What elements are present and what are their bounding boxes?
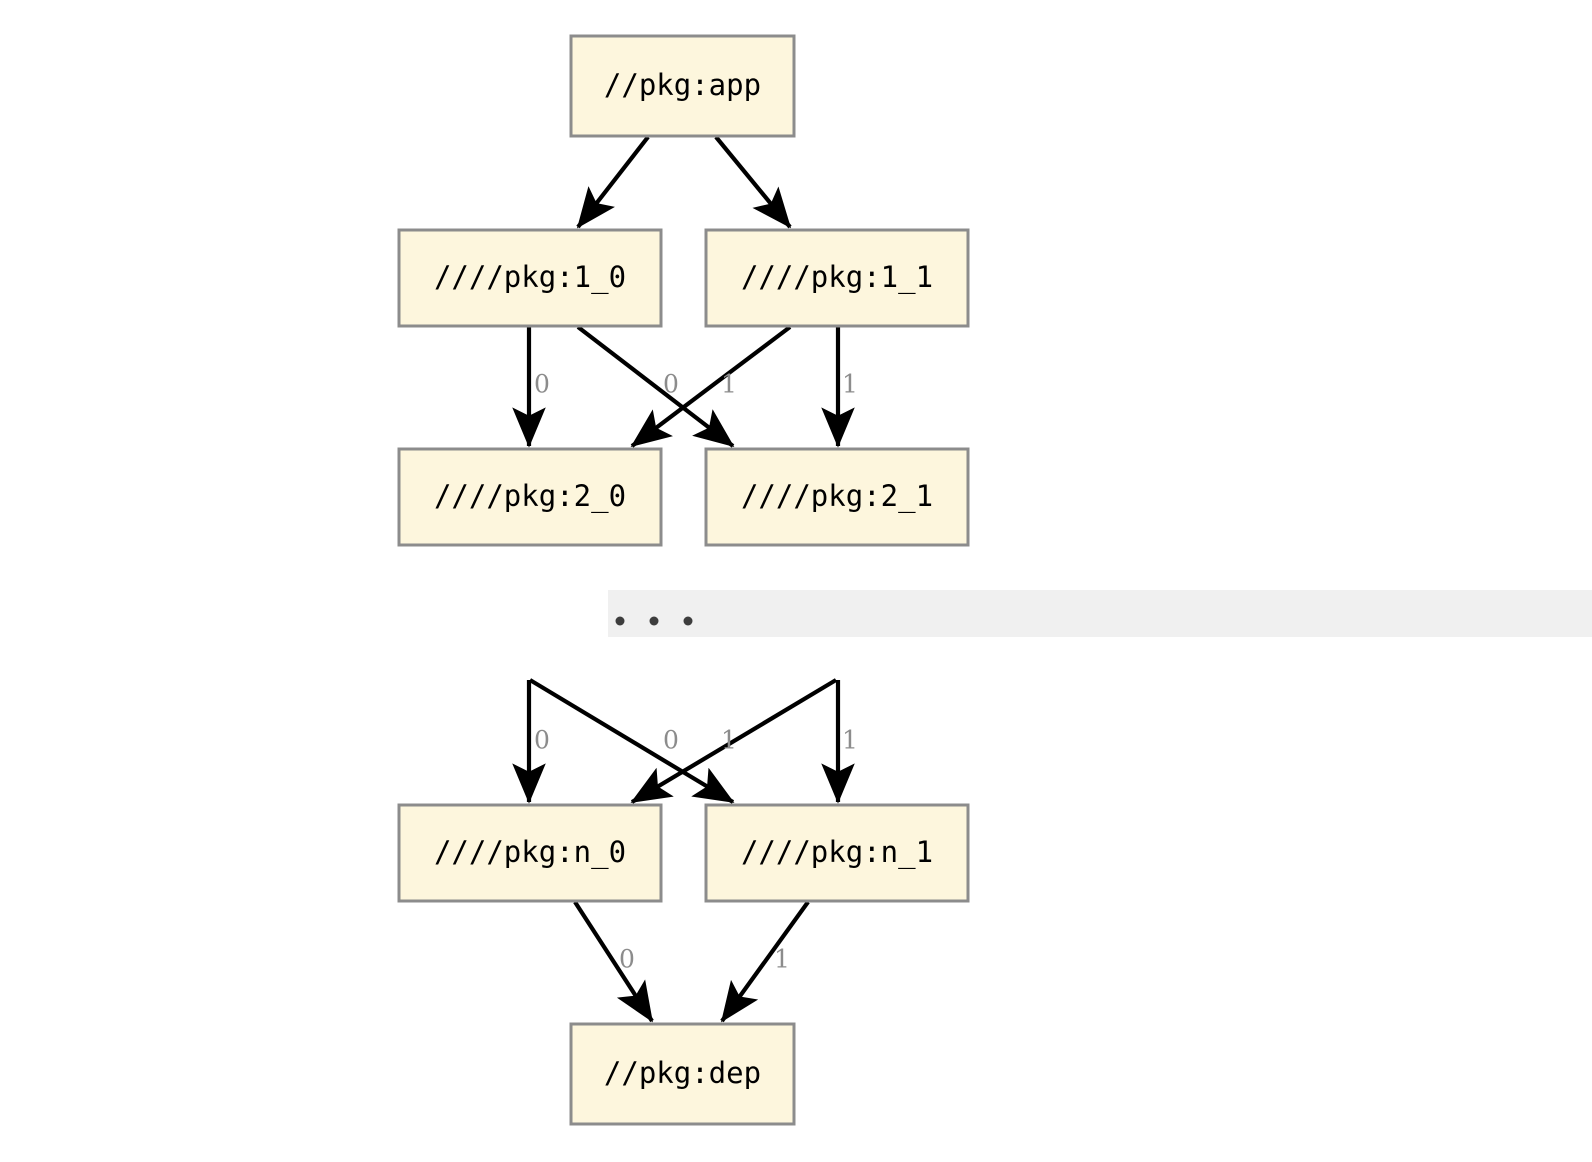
ellipsis-dot bbox=[649, 616, 659, 626]
edge-labels-group: 0 0 1 1 0 0 1 1 0 1 bbox=[534, 370, 858, 974]
node-label-nn_0: ////pkg:n_0 bbox=[434, 835, 626, 870]
edge-app-to-1_0 bbox=[576, 135, 650, 229]
edge-prev2-to-n_0 bbox=[630, 678, 838, 804]
edge-label-1_0-to-2_1: 0 bbox=[663, 370, 679, 399]
edge-label-prev2-to-n_1: 1 bbox=[842, 726, 858, 755]
node-label-n1_1: ////pkg:1_1 bbox=[741, 260, 933, 295]
node-box-n2_1[interactable] bbox=[704, 447, 970, 547]
edges-group bbox=[512, 135, 855, 1023]
node-n1_1[interactable]: ////pkg:1_1 bbox=[704, 228, 970, 328]
node-dep[interactable]: //pkg:dep bbox=[569, 1022, 796, 1126]
edge-n_0-to-dep bbox=[573, 900, 654, 1023]
edge-label-n_1-to-dep: 1 bbox=[774, 945, 790, 974]
edge-label-1_0-to-2_0: 0 bbox=[534, 370, 550, 399]
edge-label-n_0-to-dep: 0 bbox=[619, 945, 635, 974]
node-label-dep: //pkg:dep bbox=[604, 1056, 761, 1090]
edge-1_0-to-2_1 bbox=[576, 325, 735, 448]
node-box-nn_1[interactable] bbox=[704, 803, 970, 903]
node-box-n1_0[interactable] bbox=[397, 228, 663, 328]
node-nn_0[interactable]: ////pkg:n_0 bbox=[397, 803, 663, 903]
node-app[interactable]: //pkg:app bbox=[569, 34, 796, 138]
node-box-n1_1[interactable] bbox=[704, 228, 970, 328]
node-box-nn_0[interactable] bbox=[397, 803, 663, 903]
edge-label-prev-to-n_0: 0 bbox=[534, 726, 550, 755]
node-box-app[interactable] bbox=[569, 34, 796, 138]
node-box-dep[interactable] bbox=[569, 1022, 796, 1126]
node-label-n2_1: ////pkg:2_1 bbox=[741, 479, 933, 514]
edge-label-prev-to-n_1: 0 bbox=[663, 726, 679, 755]
edge-n_1-to-dep bbox=[720, 900, 810, 1023]
edge-label-1_1-to-2_1: 1 bbox=[842, 370, 858, 399]
edge-prev-to-n_1 bbox=[528, 678, 735, 804]
node-label-nn_1: ////pkg:n_1 bbox=[741, 835, 933, 870]
edge-label-1_1-to-2_0: 1 bbox=[721, 370, 737, 399]
node-n2_0[interactable]: ////pkg:2_0 bbox=[397, 447, 663, 547]
nodes-group: //pkg:app ////pkg:1_0 ////pkg:1_1 ////pkg:2… bbox=[397, 34, 970, 1126]
edge-app-to-1_1 bbox=[714, 135, 792, 229]
truncation-band bbox=[608, 590, 1592, 637]
ellipsis-dot bbox=[615, 616, 625, 626]
edge-label-prev2-to-n_0: 1 bbox=[721, 726, 737, 755]
node-nn_1[interactable]: ////pkg:n_1 bbox=[704, 803, 970, 903]
truncation-indicator bbox=[608, 590, 1592, 637]
node-label-n1_0: ////pkg:1_0 bbox=[434, 260, 626, 295]
node-box-n2_0[interactable] bbox=[397, 447, 663, 547]
node-label-app: //pkg:app bbox=[604, 68, 761, 102]
edge-1_1-to-2_0 bbox=[630, 325, 792, 448]
node-n1_0[interactable]: ////pkg:1_0 bbox=[397, 228, 663, 328]
ellipsis-dot bbox=[683, 616, 693, 626]
node-label-n2_0: ////pkg:2_0 bbox=[434, 479, 626, 514]
node-n2_1[interactable]: ////pkg:2_1 bbox=[704, 447, 970, 547]
